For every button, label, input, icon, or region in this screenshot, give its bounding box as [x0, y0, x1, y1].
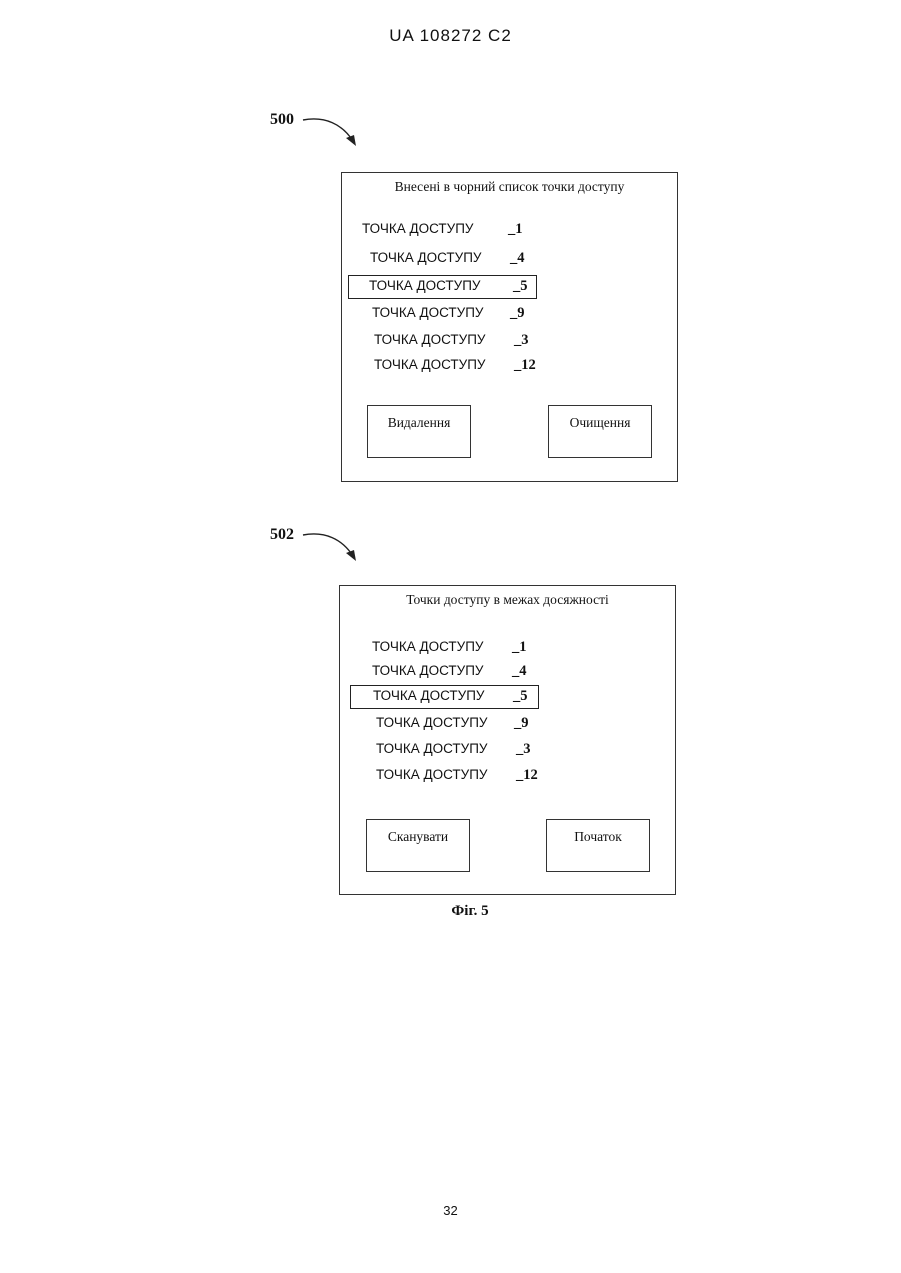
- ap-label: ТОЧКА ДОСТУПУ: [374, 355, 486, 375]
- ap-number: _9: [514, 713, 529, 733]
- ap-number: _3: [516, 739, 531, 759]
- ap-number: _5: [513, 276, 528, 296]
- ref-502: 502: [270, 526, 294, 544]
- ap-number: _1: [512, 637, 527, 657]
- in-range-ap-item[interactable]: ТОЧКА ДОСТУПУ _9: [376, 713, 576, 733]
- ap-label: ТОЧКА ДОСТУПУ: [369, 276, 481, 296]
- blacklist-ap-item[interactable]: ТОЧКА ДОСТУПУ _12: [374, 355, 574, 375]
- in-range-panel: Точки доступу в межах досяжності ТОЧКА Д…: [339, 585, 676, 895]
- in-range-ap-item[interactable]: ТОЧКА ДОСТУПУ _12: [376, 765, 576, 785]
- ap-label: ТОЧКА ДОСТУПУ: [372, 661, 484, 681]
- ap-number: _12: [516, 765, 538, 785]
- ap-number: _12: [514, 355, 536, 375]
- ap-number: _5: [513, 686, 528, 706]
- in-range-ap-item[interactable]: ТОЧКА ДОСТУПУ _4: [372, 661, 572, 681]
- blacklist-ap-item[interactable]: ТОЧКА ДОСТУПУ _1: [362, 219, 562, 239]
- in-range-ap-item[interactable]: ТОЧКА ДОСТУПУ _3: [376, 739, 576, 759]
- ap-label: ТОЧКА ДОСТУПУ: [372, 637, 484, 657]
- in-range-ap-item-selected[interactable]: ТОЧКА ДОСТУПУ _5: [350, 685, 539, 709]
- blacklist-ap-item[interactable]: ТОЧКА ДОСТУПУ _9: [372, 303, 572, 323]
- clear-button[interactable]: Очищення: [548, 405, 652, 458]
- blacklist-ap-item[interactable]: ТОЧКА ДОСТУПУ _3: [374, 330, 574, 350]
- arrow-500: [303, 119, 353, 141]
- page-number: 32: [0, 1203, 901, 1218]
- ap-label: ТОЧКА ДОСТУПУ: [362, 219, 474, 239]
- ap-number: _3: [514, 330, 529, 350]
- arrow-502: [303, 534, 353, 556]
- ap-label: ТОЧКА ДОСТУПУ: [376, 739, 488, 759]
- ap-number: _4: [510, 248, 525, 268]
- ap-label: ТОЧКА ДОСТУПУ: [370, 248, 482, 268]
- ap-number: _4: [512, 661, 527, 681]
- blacklist-ap-item-selected[interactable]: ТОЧКА ДОСТУПУ _5: [348, 275, 537, 299]
- ap-number: _9: [510, 303, 525, 323]
- in-range-ap-item[interactable]: ТОЧКА ДОСТУПУ _1: [372, 637, 572, 657]
- blacklist-panel: Внесені в чорний список точки доступу ТО…: [341, 172, 678, 482]
- ap-number: _1: [508, 219, 523, 239]
- ap-label: ТОЧКА ДОСТУПУ: [376, 765, 488, 785]
- figure-caption: Фіг. 5: [440, 903, 500, 920]
- ap-label: ТОЧКА ДОСТУПУ: [372, 303, 484, 323]
- delete-button[interactable]: Видалення: [367, 405, 471, 458]
- blacklist-ap-item[interactable]: ТОЧКА ДОСТУПУ _4: [370, 248, 570, 268]
- start-button[interactable]: Початок: [546, 819, 650, 872]
- arrowhead-502: [346, 550, 356, 561]
- ap-label: ТОЧКА ДОСТУПУ: [374, 330, 486, 350]
- arrowhead-500: [346, 135, 356, 146]
- ap-label: ТОЧКА ДОСТУПУ: [376, 713, 488, 733]
- scan-button[interactable]: Сканувати: [366, 819, 470, 872]
- ap-label: ТОЧКА ДОСТУПУ: [373, 686, 485, 706]
- document-header: UA 108272 C2: [0, 26, 901, 46]
- ref-500: 500: [270, 111, 294, 129]
